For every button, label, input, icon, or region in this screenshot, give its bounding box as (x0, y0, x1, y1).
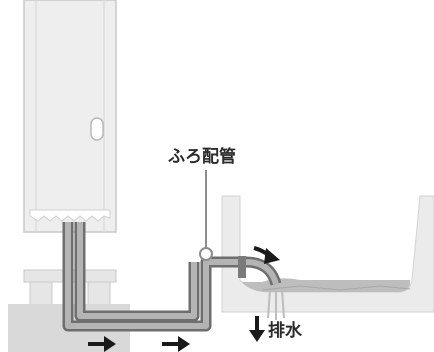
arrow-down-icon (249, 316, 265, 342)
drain-label: 排水 (268, 320, 303, 341)
water-ripple (261, 285, 411, 291)
pipe-inner-2 (77, 222, 197, 319)
heater-leg-right (87, 279, 111, 307)
bathtub (221, 195, 434, 313)
pipe-label-dot (199, 247, 213, 261)
heater-leg-left (29, 279, 53, 307)
pipe-label: ふろ配管 (168, 146, 236, 167)
tub-shell (221, 195, 434, 313)
heater-vents (29, 209, 111, 222)
pipe-elbow-inner (245, 259, 279, 285)
arrow-right-icon (88, 336, 116, 352)
heater-body (23, 0, 117, 233)
curved-arrow-icon (253, 246, 280, 264)
tub-water (242, 278, 410, 292)
heater-handle (90, 117, 104, 141)
pipe-inner (65, 222, 238, 329)
bath-pipe (62, 222, 285, 332)
arrow-right-icon (162, 336, 190, 352)
drain-splash (267, 289, 285, 320)
pipe-flange (238, 256, 246, 278)
